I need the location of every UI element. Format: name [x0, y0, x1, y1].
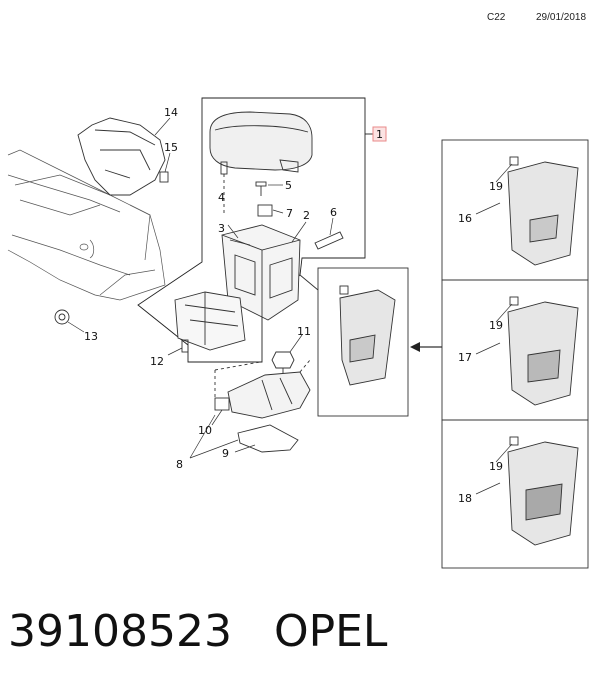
- callout-2: 2: [303, 209, 310, 222]
- callout-8: 8: [176, 458, 183, 471]
- part-6-rod: [314, 231, 344, 250]
- callout-12: 12: [150, 355, 164, 368]
- variant-panel-center: [299, 267, 409, 417]
- callout-box-1: [372, 126, 387, 142]
- callout-7: 7: [286, 207, 293, 220]
- diagram-code: C22: [487, 12, 506, 23]
- console-shell: [7, 149, 166, 301]
- footer: 39108523 OPEL: [8, 606, 387, 657]
- variant-panel-16: [441, 139, 589, 281]
- part-10-shift-mechanism: [214, 359, 311, 419]
- callout-19-middle: 19: [489, 319, 503, 332]
- callout-13: 13: [84, 330, 98, 343]
- brand-name: OPEL: [273, 606, 388, 657]
- callout-4: 4: [218, 191, 225, 204]
- part-13-fastener: [54, 309, 70, 325]
- callout-18: 18: [458, 492, 472, 505]
- callout-6: 6: [330, 206, 337, 219]
- part-15-clip: [159, 171, 169, 183]
- part-7-clip: [257, 204, 273, 217]
- diagram-date: 29/01/2018: [536, 12, 587, 23]
- callout-19-bottom: 19: [489, 460, 503, 473]
- variant-panel-18: [441, 419, 589, 569]
- part-9-plate: [237, 424, 299, 453]
- callout-9: 9: [222, 447, 229, 460]
- console-box: [221, 224, 301, 321]
- leader-lines: [67, 117, 513, 495]
- part-12-screw: [181, 339, 189, 353]
- callout-3: 3: [218, 222, 225, 235]
- lower-bracket: [174, 291, 246, 351]
- callout-11: 11: [297, 325, 311, 338]
- part-5-screw: [255, 181, 267, 196]
- callout-14: 14: [164, 106, 178, 119]
- part-14-bracket: [77, 117, 166, 196]
- exploded-parts-diagram: 1 2 3 4 5 6 7 8 9 10 11 12 13 14 15 16 1…: [7, 97, 589, 569]
- callout-5: 5: [285, 179, 292, 192]
- variant-arrow: [410, 342, 442, 352]
- callout-16: 16: [458, 212, 472, 225]
- callout-19-top: 19: [489, 180, 503, 193]
- part-number: 39108523: [8, 606, 232, 657]
- armrest-lid: [209, 111, 313, 173]
- callout-17: 17: [458, 351, 472, 364]
- part-4-screw: [220, 161, 228, 215]
- callout-10: 10: [198, 424, 212, 437]
- callout-15: 15: [164, 141, 178, 154]
- variant-panel-17: [441, 279, 589, 421]
- callout-1: 1: [376, 128, 383, 141]
